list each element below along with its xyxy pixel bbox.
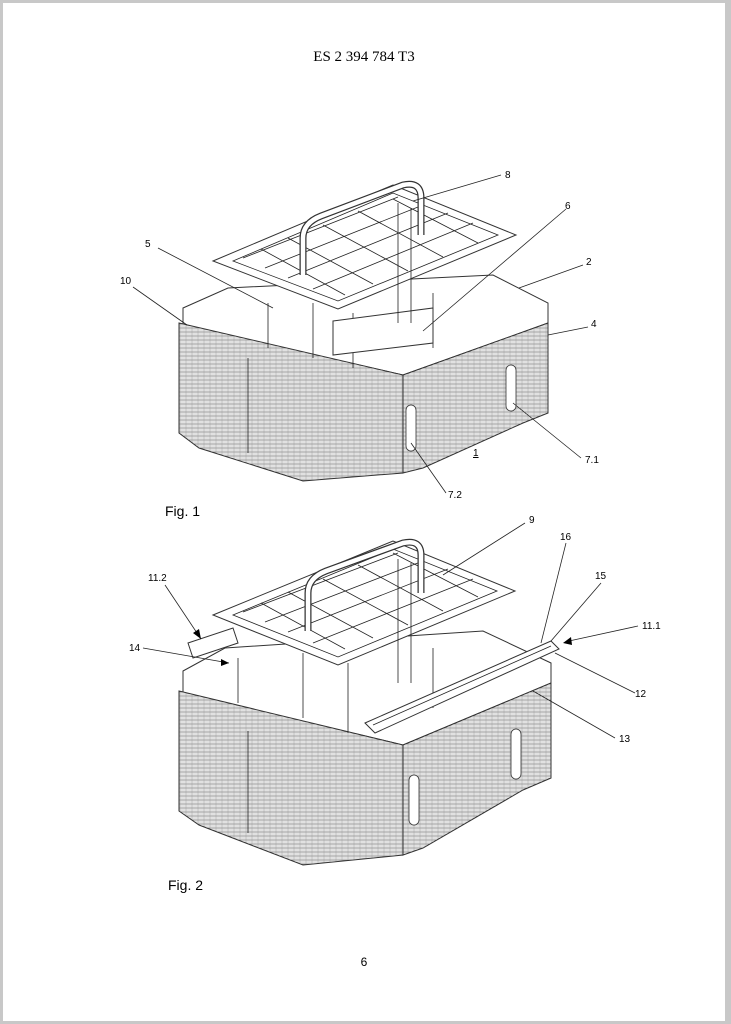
ref-label: 2 [586, 257, 592, 268]
ref-label: 5 [145, 239, 151, 250]
basket-1-right-mesh [402, 322, 549, 474]
ref-label: 7.1 [585, 455, 599, 466]
figure-1-caption: Fig. 1 [165, 503, 201, 519]
ref-label: 12 [635, 689, 647, 700]
figure-1-drawing: 8 6 5 2 10 4 1 7.1 7.2 [120, 170, 599, 501]
figure-2-caption: Fig. 2 [168, 877, 204, 893]
ref-label: 14 [129, 643, 141, 654]
page-number: 6 [360, 955, 368, 969]
ref-label: 11.2 [148, 573, 167, 584]
ref-label: 9 [529, 515, 535, 526]
ref-label: 1 [473, 448, 479, 459]
ref-label: 16 [560, 532, 572, 543]
ref-label: 6 [565, 201, 571, 212]
ref-label: 13 [619, 734, 631, 745]
side-tray-left [187, 627, 239, 659]
ref-label: 8 [505, 170, 511, 181]
figure-2-drawing: 9 16 15 11.2 11.1 14 12 13 [129, 515, 661, 866]
ref-label: 11.1 [642, 621, 661, 632]
ref-label: 4 [591, 319, 597, 330]
patent-drawings: 8 6 5 2 10 4 1 7.1 7.2 [120, 170, 661, 866]
tray-2-holes [242, 552, 479, 650]
patent-page: ES 2 394 784 T3 [3, 3, 725, 1021]
ref-label: 7.2 [448, 490, 462, 501]
ref-label: 15 [595, 571, 607, 582]
ref-label: 10 [120, 276, 132, 287]
basket-2-right-mesh [402, 682, 552, 856]
document-header: ES 2 394 784 T3 [313, 49, 415, 65]
